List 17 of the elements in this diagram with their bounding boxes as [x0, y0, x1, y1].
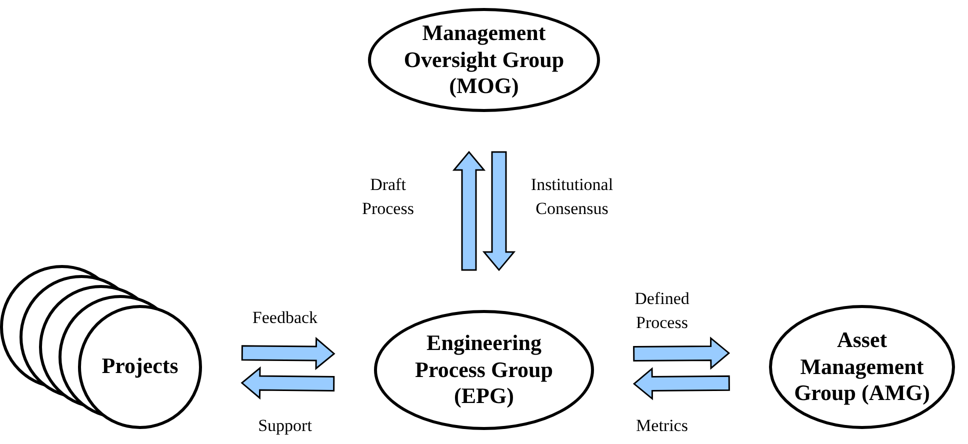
edge-label: Support: [257, 414, 313, 437]
edge-label: Defined Process: [634, 288, 690, 334]
block-arrow: [452, 150, 486, 271]
stacked-circles: [0, 263, 204, 431]
node-label: Asset Management Group (AMG): [793, 327, 931, 407]
block-arrow: [633, 336, 730, 370]
edge-label: Institutional Consensus: [530, 174, 614, 220]
edge-label: Metrics: [635, 414, 689, 436]
block-arrow: [241, 336, 336, 370]
edge-label: Draft Process: [361, 174, 415, 220]
block-arrow: [240, 366, 335, 400]
node-label: Management Oversight Group (MOG): [402, 20, 566, 100]
node-label: Engineering Process Group (EPG): [414, 330, 554, 410]
edge-label: Feedback: [251, 306, 319, 328]
block-arrow: [482, 151, 516, 272]
node-label: Projects: [100, 353, 180, 380]
block-arrow: [632, 367, 730, 400]
